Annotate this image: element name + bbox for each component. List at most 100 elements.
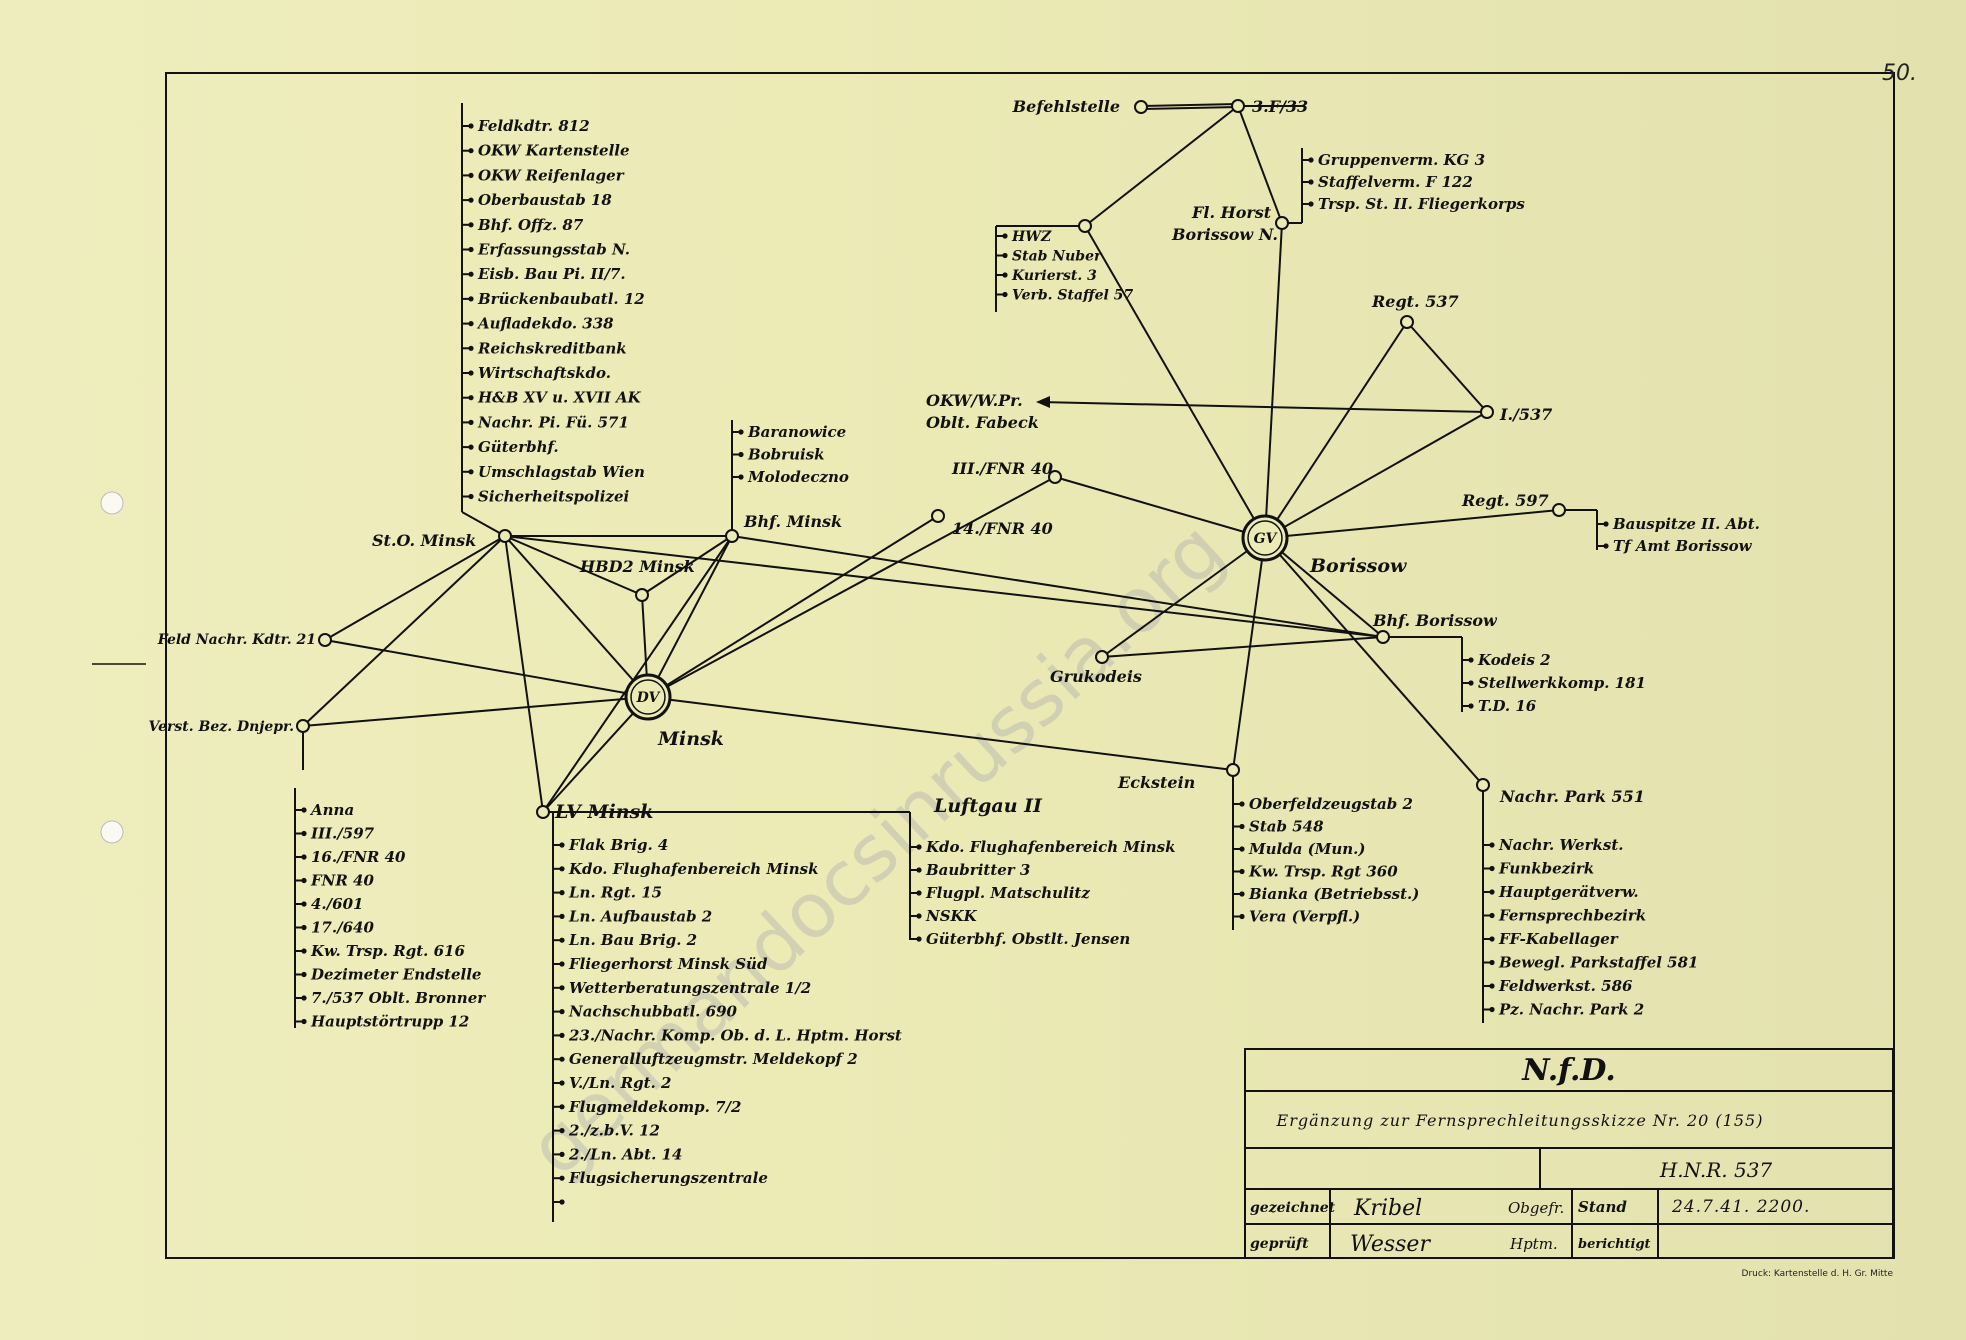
list-bullet (1468, 680, 1474, 686)
list-item: Kw. Trsp. Rgt 360 (1248, 863, 1398, 881)
list-bullet (301, 807, 307, 813)
list-item: Wetterberatungszentrale 1/2 (569, 979, 811, 997)
list-item: V./Ln. Rgt. 2 (569, 1074, 671, 1092)
list-bullet (468, 271, 474, 277)
list-bullet (559, 842, 565, 848)
node-hwz (1078, 219, 1092, 233)
list-item: Oberfeldzeugstab 2 (1249, 795, 1413, 813)
list-bullet (468, 296, 474, 302)
list-bullet (468, 395, 474, 401)
list-item: Nachr. Pi. Fü. 571 (477, 413, 629, 431)
list-item: T.D. 16 (1478, 697, 1537, 715)
list-item: Flugmeldekomp. 7/2 (568, 1098, 741, 1116)
list-item: 4./601 (311, 895, 363, 913)
list-bullet (1489, 983, 1495, 989)
hub-borissow: GV (1241, 514, 1289, 562)
hub-minsk: DV (624, 673, 672, 721)
list-bullet (468, 246, 474, 253)
list-bullet (1239, 913, 1245, 920)
list-bullet (1002, 291, 1008, 298)
list-item: Kdo. Flughafenbereich Minsk (925, 838, 1175, 856)
list-item: FF-Kabellager (1498, 930, 1619, 948)
checked-rank: Hptm. (1509, 1235, 1558, 1253)
list-item: Hauptgerätverw. (1498, 883, 1639, 901)
svg-text:DV: DV (636, 690, 662, 706)
svg-text:GV: GV (1254, 531, 1279, 547)
label-lv-minsk: LV Minsk (554, 801, 653, 823)
node-hbd2 (635, 588, 649, 602)
node-markers (296, 99, 1566, 819)
list-item: Güterbhf. (478, 438, 559, 456)
list-bullet (468, 345, 474, 351)
list-bullet (1239, 891, 1245, 897)
list-bullet (916, 890, 922, 896)
list-bullet (1239, 801, 1245, 807)
node-befehlstelle (1134, 100, 1148, 114)
printer-note: Druck: Kartenstelle d. H. Gr. Mitte (1742, 1269, 1894, 1279)
list-bullet (559, 1151, 565, 1157)
list-bullet (1308, 201, 1314, 207)
list-item: Anna (309, 801, 354, 819)
list-bullet (738, 474, 744, 480)
list-bullet (301, 877, 307, 884)
list-item: Bianka (Betriebsst.) (1248, 885, 1419, 903)
list-bullet (301, 901, 307, 907)
list-bullet (559, 1009, 565, 1015)
list-item: Kw. Trsp. Rgt. 616 (310, 942, 465, 960)
list-item: Nachr. Werkst. (1498, 836, 1624, 854)
list-bullet (1603, 521, 1609, 527)
list-item: Mulda (Mun.) (1248, 840, 1365, 858)
drawn-signature: Kribel (1353, 1196, 1422, 1221)
stand-value: 24.7.41. 2200. (1671, 1197, 1810, 1217)
node-bhf-minsk (725, 529, 739, 543)
list-bullet (1002, 252, 1008, 259)
node-3f33 (1231, 99, 1245, 113)
node-feld-nachr (318, 633, 332, 647)
list-item: Feldkdtr. 812 (477, 117, 590, 135)
list-bullet (559, 985, 565, 991)
list-bullet (559, 890, 565, 896)
stand-label: Stand (1578, 1198, 1627, 1216)
list-bullet (559, 1080, 565, 1086)
node-verst-bez (296, 719, 310, 733)
list-bullet (1239, 846, 1245, 852)
list-bullet (559, 913, 565, 920)
list-bullet (468, 370, 474, 376)
label-regt597: Regt. 597 (1461, 491, 1549, 510)
label-nachr-park: Nachr. Park 551 (1499, 787, 1645, 806)
list-item: Kodeis 2 (1477, 651, 1551, 669)
node-labels: Befehlstelle 3.F/33 Fl. Horst Borissow N… (149, 97, 1645, 823)
list-item: HWZ (1011, 229, 1052, 245)
node-regt537 (1400, 315, 1414, 329)
node-nachr-park (1476, 778, 1490, 792)
list-item: Nachschubbatl. 690 (568, 1003, 738, 1021)
list-item: Bhf. Offz. 87 (477, 216, 584, 234)
list-item: Staffelverm. F 122 (1318, 173, 1473, 191)
list-bullet (559, 1175, 565, 1181)
node-14-fnr40 (931, 509, 945, 523)
list-item: FNR 40 (310, 872, 374, 890)
list-bullet (468, 493, 474, 500)
list-item: Güterbhf. Obstlt. Jensen (926, 930, 1130, 948)
checked-signature: Wesser (1350, 1232, 1431, 1257)
label-feld-nachr: Feld Nachr. Kdtr. 21 (157, 632, 316, 648)
list-bullet (559, 1104, 565, 1110)
list-item: 16./FNR 40 (311, 848, 406, 866)
list-item: OKW Kartenstelle (478, 142, 630, 160)
node-bhf-borissow (1376, 630, 1390, 644)
list-item: NSKK (925, 907, 978, 925)
list-item: 23./Nachr. Komp. Ob. d. L. Hptm. Horst (568, 1026, 902, 1044)
label-eckstein: Eckstein (1117, 773, 1195, 792)
list-item: Verb. Staffel 57 (1012, 288, 1133, 304)
list-item: 7./537 Oblt. Bronner (311, 989, 486, 1007)
list-item: Eisb. Bau Pi. II/7. (477, 265, 626, 283)
list-bullet (1468, 703, 1474, 709)
drawing-frame (165, 72, 1895, 1259)
list-bullet (468, 123, 474, 129)
list-bullet (301, 995, 307, 1001)
list-bullet (468, 469, 474, 475)
list-item: Flugpl. Matschulitz (925, 884, 1090, 902)
